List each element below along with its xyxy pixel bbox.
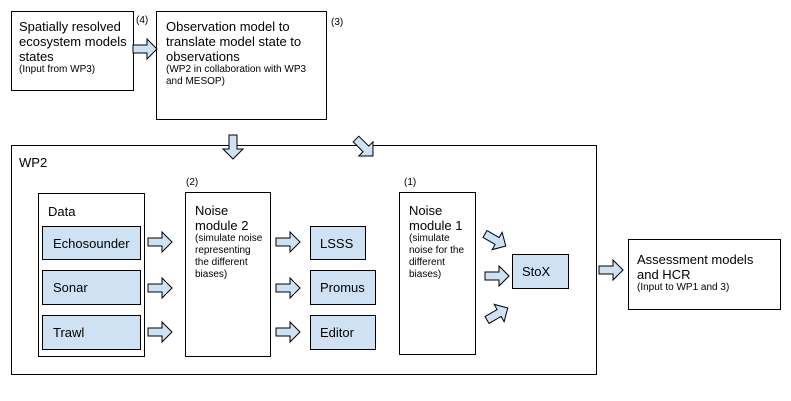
ecosystem-states-sub: (Input from WP3) (19, 64, 96, 75)
arrow-stox-assessment (598, 259, 624, 281)
observation-model-title: Observation model to translate model sta… (166, 19, 302, 64)
data-panel-title: Data (48, 204, 76, 219)
lsss-label: LSSS (320, 235, 354, 251)
noise2-number: (2) (186, 177, 199, 188)
assessment-title: Assessment models and HCR (637, 252, 754, 282)
echosounder-box: Echosounder (42, 226, 141, 260)
stox-box: StoX (512, 254, 569, 289)
sonar-box: Sonar (42, 270, 141, 305)
arrow-noise1-stox-mid (484, 265, 510, 287)
noise-module-2-sub: (simulate noise representing the differe… (195, 233, 263, 280)
arrow-noise2-promus (275, 277, 301, 299)
sonar-label: Sonar (53, 280, 88, 295)
arrow-observation-down-left (222, 134, 244, 160)
promus-label: Promus (320, 280, 365, 295)
promus-box: Promus (310, 270, 376, 305)
noise1-number: (1) (404, 177, 417, 188)
trawl-box: Trawl (42, 315, 141, 350)
ecosystem-states-title: Spatially resolved ecosystem models stat… (19, 19, 127, 64)
arrow-sonar (147, 277, 173, 299)
editor-label: Editor (320, 325, 354, 340)
ecosystem-states-box: Spatially resolved ecosystem models stat… (11, 11, 134, 91)
noise-module-2-title: Noise module 2 (195, 203, 249, 233)
arrow-echosounder (147, 231, 173, 253)
arrow-ecosystem-to-observation (132, 38, 158, 60)
assessment-box: Assessment models and HCR (Input to WP1 … (628, 239, 781, 310)
noise-module-1-sub: (simulate noise for the different biases… (409, 233, 465, 280)
assessment-sub: (Input to WP1 and 3) (637, 282, 730, 293)
arrow-noise1-stox-top (479, 224, 512, 256)
noise-module-1-title: Noise module 1 (409, 203, 463, 233)
wp2-label: WP2 (19, 155, 48, 170)
arrow-noise2-editor (275, 321, 301, 343)
trawl-label: Trawl (53, 325, 85, 340)
noise-module-2-box: Noise module 2 (simulate noise represent… (185, 192, 271, 357)
observation-model-sub: (WP2 in collaboration with WP3 and MESOP… (166, 64, 307, 87)
arrow-noise1-stox-bottom (481, 298, 514, 330)
observation-model-box: Observation model to translate model sta… (156, 11, 327, 120)
arrow-trawl (147, 321, 173, 343)
arrow-observation-down-right (348, 131, 381, 164)
arrow-noise2-lsss (275, 231, 301, 253)
observation-number: (3) (331, 17, 344, 28)
editor-box: Editor (310, 315, 376, 350)
lsss-box: LSSS (310, 226, 366, 260)
echosounder-label: Echosounder (53, 235, 130, 251)
noise-module-1-box: Noise module 1 (simulate noise for the d… (399, 192, 476, 355)
stox-label: StoX (522, 264, 551, 279)
ecosystem-number: (4) (136, 15, 149, 26)
